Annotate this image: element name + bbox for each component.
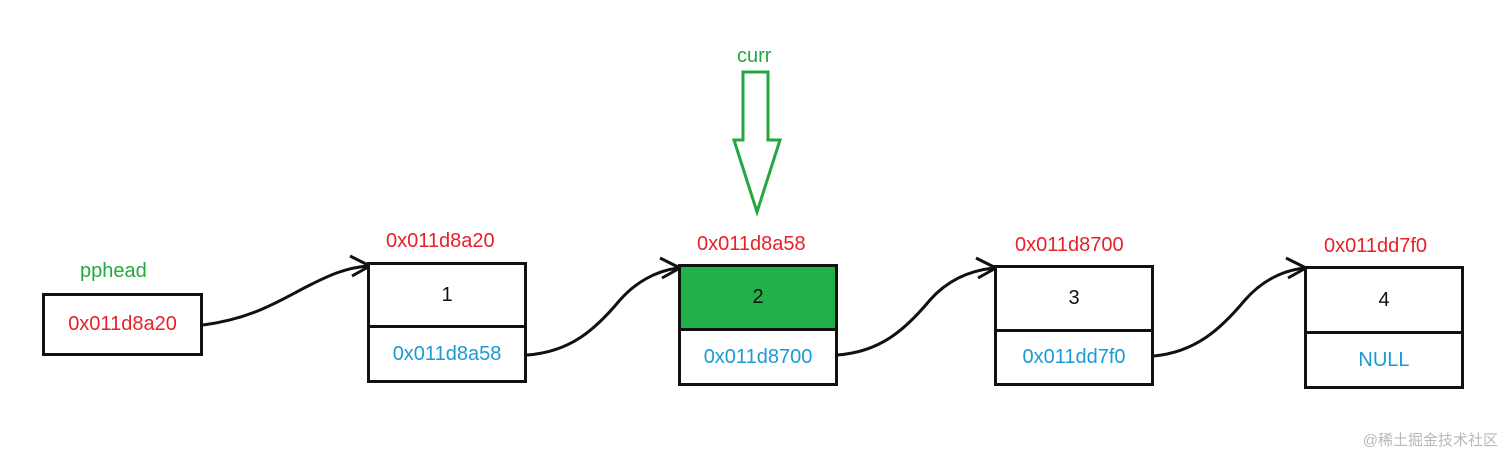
list-node-2: 2 0x011d8700 [678, 264, 838, 386]
connector-node-2-to-node-3 [836, 266, 995, 357]
list-node-3: 3 0x011dd7f0 [994, 265, 1154, 386]
node-divider [370, 325, 524, 328]
connector-node-1-to-node-2 [526, 266, 679, 357]
node-divider [1307, 331, 1461, 334]
node-address-label: 0x011d8a58 [697, 233, 806, 255]
node-next-value: 0x011d8a58 [392, 342, 502, 365]
curr-label: curr [737, 45, 772, 67]
node-address-label: 0x011d8a20 [386, 230, 495, 252]
connector-node-3-to-node-4 [1153, 266, 1305, 358]
list-node-4: 4 NULL [1304, 266, 1464, 389]
list-node-1: 1 0x011d8a58 [367, 262, 527, 383]
node-address-label: 0x011dd7f0 [1324, 235, 1428, 257]
pphead-value: 0x011d8a20 [68, 313, 177, 335]
node-data-value: 2 [681, 267, 835, 328]
node-data-value: 4 [1378, 288, 1390, 311]
pphead-label: pphead [80, 260, 147, 282]
node-address-label: 0x011d8700 [1015, 234, 1124, 256]
node-data-value: 3 [1068, 287, 1080, 309]
node-divider [997, 329, 1151, 332]
watermark-text: @稀土掘金技术社区 [1362, 432, 1498, 449]
node-next-value: 0x011d8700 [703, 345, 813, 368]
node-next-value: 0x011dd7f0 [1022, 346, 1126, 368]
curr-pointer-arrow [731, 70, 783, 217]
node-data-value: 1 [441, 283, 453, 306]
node-next-value: NULL [1358, 348, 1410, 371]
connector-pphead-to-node-1 [202, 264, 369, 327]
node-divider [681, 328, 835, 331]
pphead-box: 0x011d8a20 [42, 293, 203, 356]
